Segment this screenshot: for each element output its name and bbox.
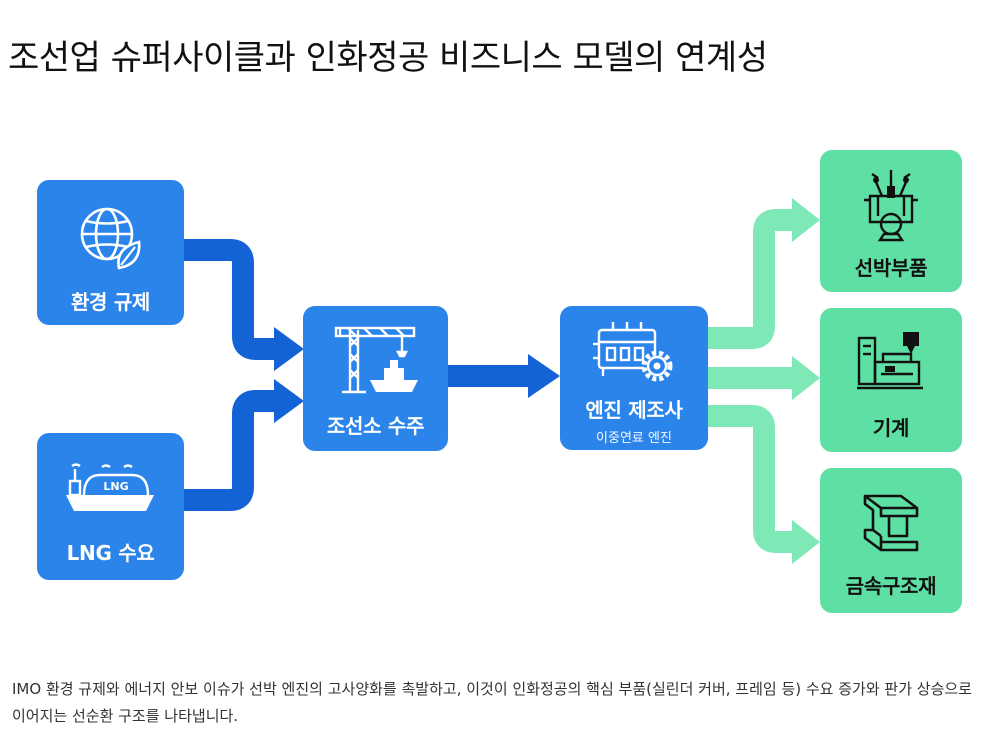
arrowhead-lng bbox=[274, 379, 304, 423]
engine-gear-icon bbox=[593, 322, 673, 382]
steel-beam-icon bbox=[863, 494, 919, 552]
node-lng-demand: LNG LNG 수요 bbox=[37, 433, 184, 580]
arrowhead-env bbox=[274, 327, 304, 371]
node-label-metal: 금속구조재 bbox=[845, 574, 937, 598]
node-metal-structure: 금속구조재 bbox=[820, 468, 962, 613]
node-label-parts: 선박부품 bbox=[854, 256, 928, 280]
arrowhead-metal bbox=[792, 520, 820, 564]
globe-leaf-icon bbox=[80, 207, 140, 270]
machine-tool-icon bbox=[857, 332, 923, 390]
node-environment-regulation: 환경 규제 bbox=[37, 180, 184, 325]
page-title: 조선업 슈퍼사이클과 인화정공 비즈니스 모델의 연계성 bbox=[8, 38, 768, 78]
arrow-env-to-shipyard bbox=[184, 239, 276, 360]
node-ship-parts: 선박부품 bbox=[820, 150, 962, 292]
engine-cylinder-icon bbox=[864, 170, 918, 242]
arrow-engine-to-parts bbox=[708, 209, 794, 349]
arrow-lng-to-shipyard bbox=[184, 390, 276, 511]
ship-lng-text: LNG bbox=[103, 480, 128, 493]
arrow-engine-to-metal bbox=[708, 405, 794, 553]
node-label-shipyard: 조선소 수주 bbox=[326, 414, 425, 438]
node-label-engine: 엔진 제조사 bbox=[585, 398, 683, 422]
arrowhead-machine bbox=[792, 356, 820, 400]
node-label-machine: 기계 bbox=[872, 416, 910, 440]
diagram-caption: IMO 환경 규제와 에너지 안보 이슈가 선박 엔진의 고사양화를 촉발하고,… bbox=[12, 680, 972, 725]
arrowhead-engine bbox=[528, 354, 560, 398]
arrowhead-parts bbox=[792, 198, 820, 242]
node-sublabel-engine: 이중연료 엔진 bbox=[596, 431, 672, 446]
lng-carrier-ship-icon: LNG bbox=[65, 463, 154, 511]
node-machine: 기계 bbox=[820, 308, 962, 452]
crane-ship-icon bbox=[334, 326, 418, 394]
node-label-lng: LNG 수요 bbox=[66, 541, 155, 565]
node-label-environment: 환경 규제 bbox=[70, 290, 151, 314]
node-engine-manufacturer: 엔진 제조사 이중연료 엔진 bbox=[560, 306, 708, 450]
node-shipyard-orders: 조선소 수주 bbox=[303, 306, 448, 451]
